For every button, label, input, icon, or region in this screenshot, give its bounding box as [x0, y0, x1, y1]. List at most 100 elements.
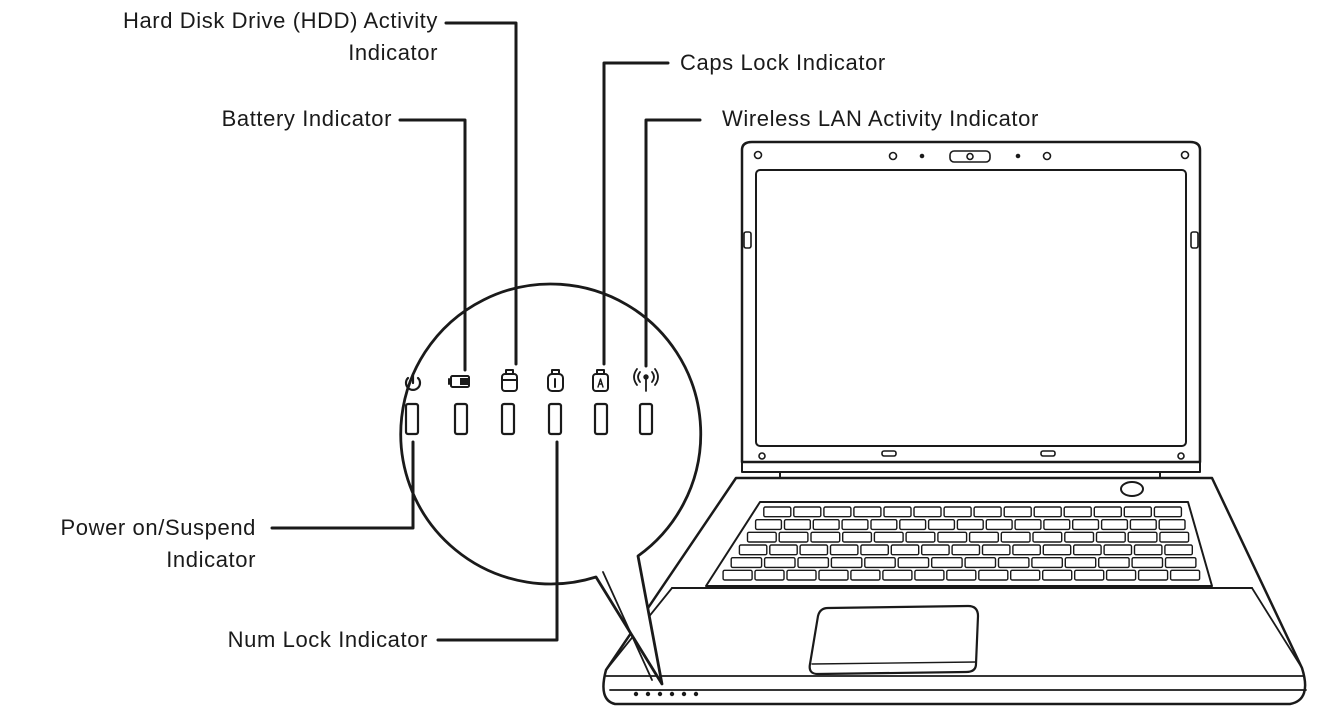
keyboard	[705, 501, 1213, 587]
power-label-line2: Indicator	[166, 547, 256, 572]
hdd-leader	[444, 21, 518, 366]
num-lock-led	[547, 402, 563, 436]
keyboard-key	[763, 557, 796, 569]
keyboard-key	[842, 531, 873, 543]
keyboard-key	[1105, 569, 1137, 581]
keyboard-key	[860, 544, 890, 556]
keyboard-key	[1164, 544, 1194, 556]
keyboard-key	[797, 557, 830, 569]
keyboard-key	[951, 544, 981, 556]
keyboard-key	[829, 544, 859, 556]
keyboard-key	[1032, 531, 1063, 543]
wlan-led	[638, 402, 654, 436]
keyboard-key	[1033, 506, 1062, 518]
keyboard-key	[964, 557, 997, 569]
keyboard-key	[1010, 569, 1041, 581]
keyboard-key	[1012, 544, 1042, 556]
keyboard-key	[853, 506, 882, 518]
keyboard-key	[913, 506, 942, 518]
keyboard-key	[1073, 569, 1105, 581]
webcam	[753, 150, 1190, 163]
keyboard-key	[818, 569, 849, 581]
keyboard-key	[897, 557, 930, 569]
keyboard-key	[873, 531, 904, 543]
keyboard-key	[973, 506, 1002, 518]
keyboard-key	[730, 557, 763, 569]
wlan-label: Wireless LAN Activity Indicator	[722, 106, 1039, 131]
keyboard-key	[850, 569, 881, 581]
keyboard-key	[1064, 557, 1097, 569]
keyboard-key	[1071, 519, 1100, 531]
keyboard-key	[1100, 519, 1129, 531]
power-label-line1: Power on/Suspend	[60, 515, 256, 540]
keyboard-key	[997, 557, 1030, 569]
keyboard-key	[1014, 519, 1042, 531]
magnifier-callout	[399, 282, 703, 686]
hdd-label: Hard Disk Drive (HDD) Activity Indicator	[30, 5, 438, 69]
hdd-icon	[501, 369, 518, 392]
keyboard-key	[905, 531, 936, 543]
leader-lines	[270, 21, 702, 642]
keyboard-key	[937, 531, 968, 543]
keyboard-key	[1064, 531, 1095, 543]
keyboard-key	[1131, 557, 1164, 569]
caps-lock-icon	[592, 369, 609, 392]
keyboard-key	[978, 569, 1009, 581]
keyboard-key	[931, 557, 963, 569]
keyboard-key	[1043, 519, 1071, 531]
keyboard-key	[899, 519, 927, 531]
touchpad	[808, 604, 980, 676]
power-label: Power on/Suspend Indicator	[0, 512, 256, 576]
keyboard-key	[883, 506, 912, 518]
laptop-illustration	[602, 140, 1307, 706]
keyboard-key	[799, 544, 829, 556]
hdd-led	[500, 402, 516, 436]
battery-label: Battery Indicator	[221, 106, 392, 131]
keyboard-key	[738, 544, 768, 556]
keyboard-key	[1127, 531, 1158, 543]
keyboard-key	[786, 569, 817, 581]
keyboard-key	[754, 569, 785, 581]
keyboard-key	[1103, 544, 1133, 556]
keyboard-key	[921, 544, 950, 556]
keyboard-key	[1097, 557, 1130, 569]
battery-led	[453, 402, 469, 436]
power-leader	[270, 440, 415, 530]
keyboard-key	[1063, 506, 1092, 518]
keyboard-key	[1129, 519, 1157, 531]
keyboard-key	[943, 506, 972, 518]
keyboard-key	[1041, 569, 1073, 581]
laptop-base	[602, 476, 1307, 706]
num-lock-label: Num Lock Indicator	[227, 627, 428, 652]
num-lock-leader	[436, 440, 559, 642]
keyboard-key	[793, 506, 822, 518]
caps-lock-leader	[602, 61, 670, 366]
keyboard-key	[1164, 557, 1197, 569]
keyboard-key	[946, 569, 977, 581]
wlan-leader	[644, 118, 702, 368]
keyboard-key	[1153, 506, 1183, 518]
power-led	[404, 402, 420, 436]
caps-lock-led	[593, 402, 609, 436]
keyboard-key	[956, 519, 984, 531]
keyboard-keys	[722, 506, 1201, 581]
wireless-icon	[633, 368, 659, 392]
keyboard-key	[864, 557, 896, 569]
keyboard-key	[783, 519, 811, 531]
keyboard-key	[1123, 506, 1153, 518]
keyboard-key	[1169, 569, 1201, 581]
keyboard-key	[914, 569, 945, 581]
keyboard-key	[882, 569, 913, 581]
hdd-label-line2: Indicator	[348, 40, 438, 65]
battery-icon	[448, 375, 470, 388]
keyboard-key	[1000, 531, 1031, 543]
laptop-screen	[755, 169, 1187, 447]
keyboard-key	[746, 531, 777, 543]
keyboard-key	[1072, 544, 1102, 556]
keyboard-key	[968, 531, 999, 543]
keyboard-key	[1093, 506, 1123, 518]
keyboard-key	[722, 569, 753, 581]
keyboard-key	[1137, 569, 1169, 581]
